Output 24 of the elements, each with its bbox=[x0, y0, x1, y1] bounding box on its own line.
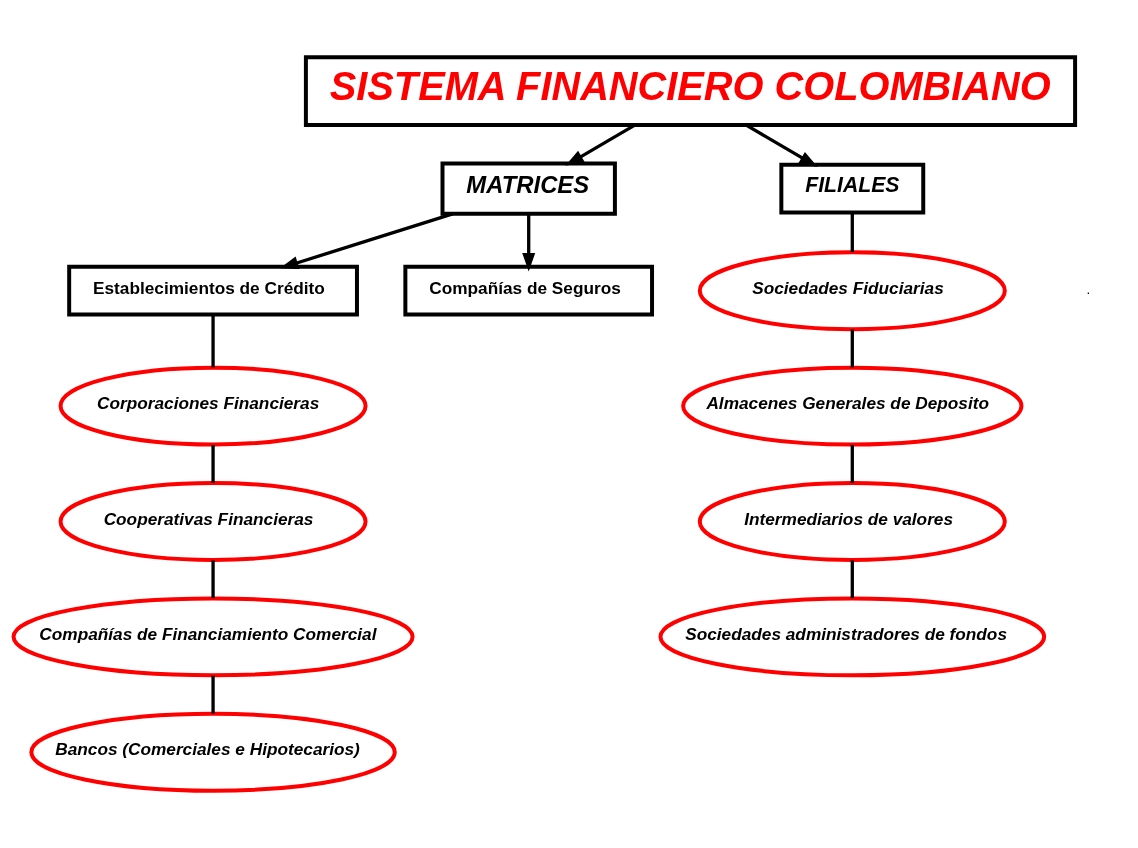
node-ellipse: Bancos (Comerciales e Hipotecarios) bbox=[29, 711, 397, 793]
connector bbox=[850, 444, 854, 483]
node-box: FILIALES bbox=[779, 162, 926, 215]
connector bbox=[850, 560, 854, 599]
node-ellipse: Corporaciones Financieras bbox=[58, 365, 368, 447]
node-ellipse: Intermediarios de valores bbox=[697, 481, 1007, 562]
node-ellipse: Sociedades Fiduciarias bbox=[697, 250, 1007, 332]
node-ellipse: Almacenes Generales de Deposito bbox=[681, 365, 1024, 447]
node-box: Compañías de Seguros bbox=[403, 264, 655, 317]
arrow bbox=[522, 214, 536, 272]
node-box: MATRICES bbox=[440, 161, 617, 216]
connector bbox=[211, 314, 215, 368]
node-ellipse: Cooperativas Financieras bbox=[58, 481, 368, 562]
node-box: Establecimientos de Crédito bbox=[67, 264, 359, 317]
node-ellipse: Sociedades administradores de fondos bbox=[658, 596, 1047, 678]
connector bbox=[211, 444, 215, 483]
node-box: SISTEMA FINANCIERO COLOMBIANO bbox=[303, 55, 1078, 127]
label: . bbox=[1086, 282, 1091, 298]
arrow bbox=[279, 212, 454, 269]
connector bbox=[850, 212, 854, 253]
connector bbox=[211, 675, 215, 714]
connector bbox=[211, 560, 215, 599]
node-ellipse: Compañías de Financiamiento Comercial bbox=[11, 596, 415, 678]
connector bbox=[850, 329, 854, 368]
